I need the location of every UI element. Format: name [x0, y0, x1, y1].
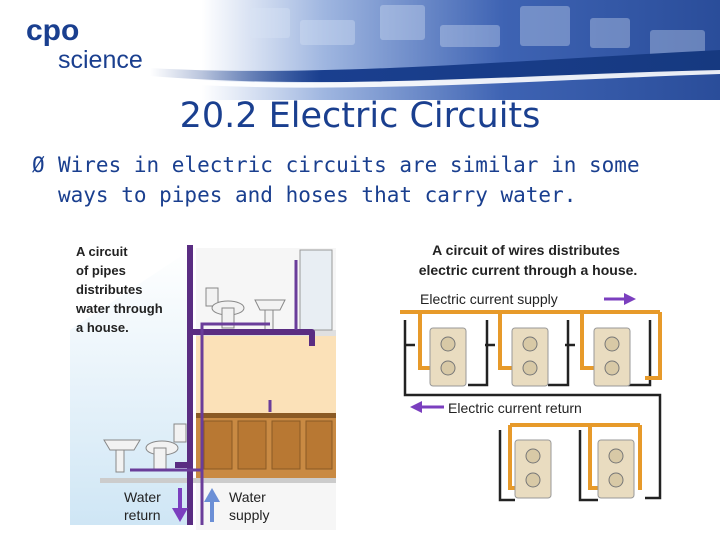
- wiring-caption: A circuit of wires distributes electric …: [419, 242, 638, 278]
- plumbing-caption-line: of pipes: [76, 263, 126, 278]
- plumbing-caption-line: A circuit: [76, 244, 128, 259]
- return-arrow-icon: [410, 401, 444, 413]
- shower: [300, 250, 332, 330]
- outlet-icon: [430, 328, 466, 386]
- current-return-label: Electric current return: [448, 400, 582, 416]
- room-wall: [196, 335, 336, 415]
- outlet-icon: [598, 440, 634, 498]
- outlet-icon: [594, 328, 630, 386]
- plumbing-caption-line: distributes: [76, 282, 142, 297]
- outlet-icon: [515, 440, 551, 498]
- outlet-icon: [512, 328, 548, 386]
- plumbing-caption-line: water through: [75, 301, 163, 316]
- supply-arrow-icon: [604, 293, 636, 305]
- plumbing-caption-line: a house.: [76, 320, 129, 335]
- current-supply-label: Electric current supply: [420, 291, 558, 307]
